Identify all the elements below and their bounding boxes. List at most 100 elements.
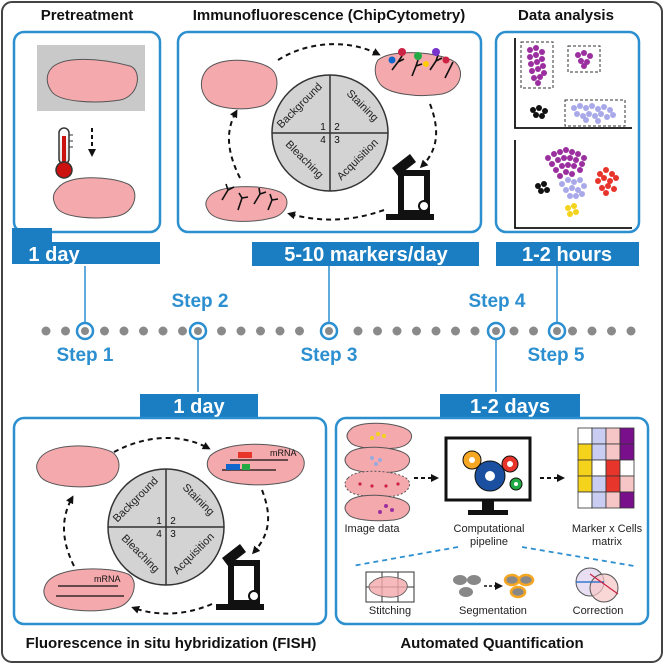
data-analysis-duration-label: 1-2 hours xyxy=(522,244,612,266)
fish-duration-label: 1 day xyxy=(173,396,225,418)
cycle-arrow-icon xyxy=(113,436,211,453)
tissue-sample-icon xyxy=(200,59,278,110)
pretreatment-duration-label: 1 day xyxy=(28,244,80,266)
pipeline-label-line2: pipeline xyxy=(470,536,508,548)
timeline-dot xyxy=(587,326,597,336)
segmentation-icon xyxy=(453,573,535,599)
fish-panel: mRNA mRNA Background Staining Bleaching … xyxy=(12,416,328,626)
tissue-sample-icon xyxy=(52,177,136,219)
phase-number: 2 xyxy=(170,516,176,527)
data-analysis-title: Data analysis xyxy=(518,7,614,24)
fish-cycle-wheel: Background Staining Bleaching Acquisitio… xyxy=(107,468,225,586)
timeline: Step 1 Step 2 Step 3 Step 4 Step 5 xyxy=(41,266,636,392)
phase-number: 4 xyxy=(320,135,326,146)
mrna-label: mRNA xyxy=(270,448,297,458)
timeline-dot xyxy=(607,326,616,336)
quantification-duration-tab: 1-2 days xyxy=(440,394,580,418)
quantification-duration-label: 1-2 days xyxy=(470,396,550,418)
correction-label: Correction xyxy=(573,605,624,617)
phase-number: 3 xyxy=(170,529,176,540)
cycle-wheel: Background Staining Bleaching Acquisitio… xyxy=(271,74,389,192)
quantification-panel: Image data Computational pipeline Marker… xyxy=(334,416,650,626)
timeline-dot xyxy=(353,326,363,336)
image-data-label: Image data xyxy=(344,523,400,535)
timeline-step-marker xyxy=(486,321,506,341)
stained-tissue-icon xyxy=(374,48,461,97)
thermometer-icon xyxy=(55,127,73,179)
timeline-dot xyxy=(529,326,538,336)
matrix-label-line2: matrix xyxy=(592,536,622,548)
pipeline-label-line1: Computational xyxy=(454,523,525,535)
timeline-dot xyxy=(178,326,187,336)
fish-title: Fluorescence in situ hybridization (FISH… xyxy=(26,635,317,652)
phase-number: 1 xyxy=(320,122,326,133)
matrix-label-line1: Marker x Cells xyxy=(572,523,643,535)
timeline-dot xyxy=(431,326,441,336)
timeline-dot xyxy=(295,326,304,336)
phase-number: 1 xyxy=(156,516,162,527)
antibody-tissue-icon xyxy=(205,183,288,222)
step-2-label: Step 2 xyxy=(171,291,228,312)
step-3-label: Step 3 xyxy=(300,345,357,366)
timeline-step-marker xyxy=(188,321,208,341)
timeline-dots xyxy=(41,326,636,336)
correction-icon xyxy=(575,567,619,603)
timeline-dot xyxy=(217,326,226,336)
immunofluorescence-duration-label: 5-10 markers/day xyxy=(284,244,448,266)
cycle-arrow-icon xyxy=(287,209,385,221)
cycle-arrow-icon xyxy=(277,43,381,61)
timeline-dot xyxy=(470,326,480,336)
timeline-dot xyxy=(451,326,460,336)
microscope-icon xyxy=(216,544,264,610)
data-analysis-panel xyxy=(494,30,641,234)
timeline-dot xyxy=(61,326,70,336)
timeline-dot xyxy=(412,326,421,336)
cycle-arrow-icon xyxy=(63,495,75,567)
step-5-label: Step 5 xyxy=(527,345,584,366)
mrna-label: mRNA xyxy=(94,574,121,584)
timeline-dot xyxy=(256,326,265,336)
stitching-label: Stitching xyxy=(369,605,411,617)
step-1-label: Step 1 xyxy=(56,345,113,366)
tissue-sample-icon xyxy=(46,58,138,103)
timeline-step-marker xyxy=(75,321,95,341)
pretreatment-duration-tab: 1 day xyxy=(12,228,160,266)
timeline-dot xyxy=(139,326,148,336)
stitching-icon xyxy=(365,571,415,603)
microscope-icon xyxy=(386,154,434,220)
cluster-scatter-plot xyxy=(514,140,632,229)
marker-cells-matrix-icon xyxy=(577,427,635,509)
computer-gears-icon xyxy=(444,436,532,515)
cycle-arrow-icon xyxy=(131,603,213,615)
timeline-step-marker xyxy=(547,321,567,341)
phase-number: 3 xyxy=(334,135,340,146)
timeline-dot xyxy=(275,326,285,336)
step-4-label: Step 4 xyxy=(468,291,525,312)
timeline-dot xyxy=(568,326,577,336)
fish-duration-tab: 1 day xyxy=(140,394,258,418)
timeline-dot xyxy=(100,326,109,336)
timeline-dot xyxy=(236,326,246,336)
phase-number: 4 xyxy=(156,529,162,540)
timeline-dot xyxy=(119,326,129,336)
data-analysis-duration-tab: 1-2 hours xyxy=(496,242,639,266)
fish-tissue-icon: mRNA xyxy=(43,568,135,612)
gating-scatter-plot xyxy=(514,38,632,129)
cycle-arrow-icon xyxy=(227,109,241,179)
fish-stained-tissue-icon: mRNA xyxy=(206,443,305,486)
immunofluorescence-duration-tab: 5-10 markers/day xyxy=(252,242,479,266)
immunofluorescence-panel: Background Staining Bleaching Acquisitio… xyxy=(176,30,483,234)
pretreatment-title: Pretreatment xyxy=(41,7,134,24)
quantification-title: Automated Quantification xyxy=(400,635,583,652)
image-data-stack-icon xyxy=(344,422,412,522)
timeline-dot xyxy=(158,326,168,336)
timeline-dot xyxy=(509,326,519,336)
phase-number: 2 xyxy=(334,122,340,133)
timeline-dot xyxy=(41,326,51,336)
timeline-step-marker xyxy=(319,321,339,341)
callout-line xyxy=(521,546,635,567)
tissue-sample-icon xyxy=(36,445,120,488)
immunofluorescence-title: Immunofluorescence (ChipCytometry) xyxy=(193,7,466,24)
